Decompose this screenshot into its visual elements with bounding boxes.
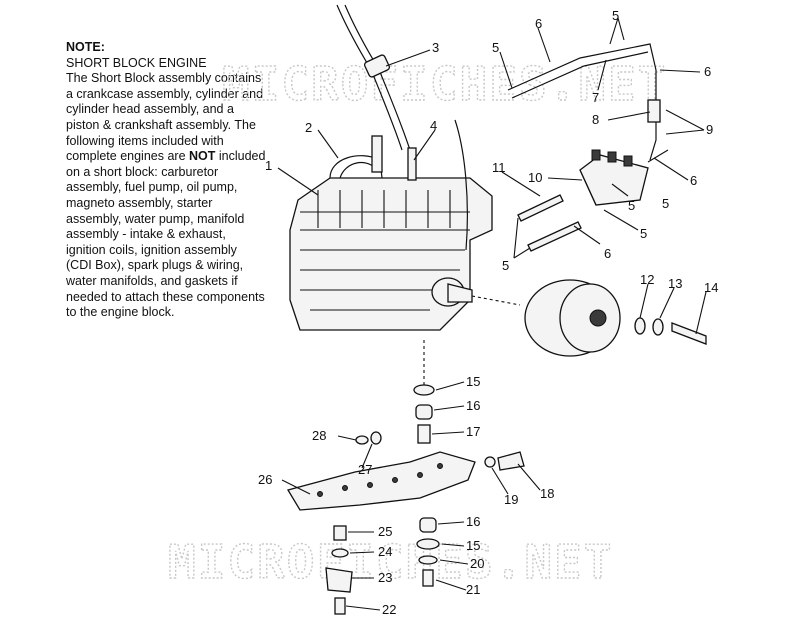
cable-clamp (363, 54, 391, 78)
callout-4: 4 (430, 118, 437, 133)
callout-9: 9 (706, 122, 713, 137)
callout-16-lower: 16 (466, 514, 480, 529)
note-body-end: included on a short block: carburetor as… (66, 149, 266, 320)
callout-5-fitting-top: 5 (612, 8, 619, 23)
note-subtitle: SHORT BLOCK ENGINE (66, 55, 207, 70)
callout-12: 12 (640, 272, 654, 287)
callout-7: 7 (592, 90, 599, 105)
callout-11: 11 (492, 160, 506, 175)
fuel-pump (579, 149, 649, 206)
callout-6-impulse-line: 6 (604, 246, 611, 261)
callout-13: 13 (668, 276, 682, 291)
callout-2: 2 (305, 120, 312, 135)
bracket-18 (497, 451, 525, 471)
watermark-top: MICROFICHES.NET (222, 57, 667, 111)
callout-6-fuel-line-top: 6 (535, 16, 542, 31)
assembly-line-magneto (471, 295, 521, 306)
callout-19: 19 (504, 492, 518, 507)
callout-17: 17 (466, 424, 480, 439)
spacer-25 (333, 525, 347, 541)
callout-5-impulse: 5 (640, 226, 647, 241)
washer-13 (652, 318, 664, 336)
engine-block (289, 119, 493, 331)
callout-1: 1 (265, 158, 272, 173)
callout-22: 22 (382, 602, 396, 617)
callout-23: 23 (378, 570, 392, 585)
callout-5-pump-front: 5 (628, 198, 635, 213)
nut-28 (355, 435, 369, 445)
callout-6-fuel-line-right: 6 (704, 64, 711, 79)
mount-17 (417, 424, 431, 444)
short-block-note: NOTE: SHORT BLOCK ENGINE The Short Block… (66, 40, 266, 321)
callout-28: 28 (312, 428, 326, 443)
impulse-line-upper (517, 194, 564, 222)
callout-26: 26 (258, 472, 272, 487)
washer-27 (370, 431, 382, 445)
mounting-plate (286, 451, 476, 511)
bushing-16-upper (415, 404, 433, 420)
callout-21: 21 (466, 582, 480, 597)
callout-20: 20 (470, 556, 484, 571)
callout-8: 8 (592, 112, 599, 127)
breather-fitting (407, 147, 417, 181)
bolt-14 (671, 322, 707, 345)
magneto-housing (524, 279, 621, 357)
fuel-filter (647, 99, 661, 123)
washer-20 (418, 555, 438, 565)
note-emphasis: NOT (189, 149, 216, 164)
note-body-start: The Short Block assembly contains a cran… (66, 71, 264, 164)
watermark-bottom: MICROFICHES.NET (168, 535, 613, 589)
washer-19 (484, 456, 496, 468)
callout-15-lower: 15 (466, 538, 480, 553)
callout-5-lower-left: 5 (502, 258, 509, 273)
bolt-21 (422, 569, 434, 587)
callout-25: 25 (378, 524, 392, 539)
callout-16-upper: 16 (466, 398, 480, 413)
fuel-line-upper (507, 43, 657, 91)
bolt-22 (334, 597, 346, 615)
callout-24: 24 (378, 544, 392, 559)
washer-12 (634, 317, 646, 335)
callout-10: 10 (528, 170, 542, 185)
fuel-line-right (649, 70, 657, 161)
washer-15-upper (413, 384, 435, 396)
bushing-16-lower (419, 517, 437, 533)
callout-5-fuel-line-end: 5 (492, 40, 499, 55)
bracket-23 (325, 567, 353, 593)
callout-15-upper: 15 (466, 374, 480, 389)
washer-15-lower (416, 538, 440, 550)
leader-lines (277, 17, 707, 611)
note-title: NOTE: (66, 40, 105, 54)
spark-plug-boot (371, 135, 383, 173)
fuel-line-upper-inner (511, 51, 649, 99)
callout-18: 18 (540, 486, 554, 501)
impulse-line-lower (527, 221, 582, 252)
washer-24 (331, 548, 349, 558)
callout-6-pump-hose: 6 (690, 173, 697, 188)
callout-5-pump-right: 5 (662, 196, 669, 211)
callout-27: 27 (358, 462, 372, 477)
callout-14: 14 (704, 280, 718, 295)
callout-3: 3 (432, 40, 439, 55)
